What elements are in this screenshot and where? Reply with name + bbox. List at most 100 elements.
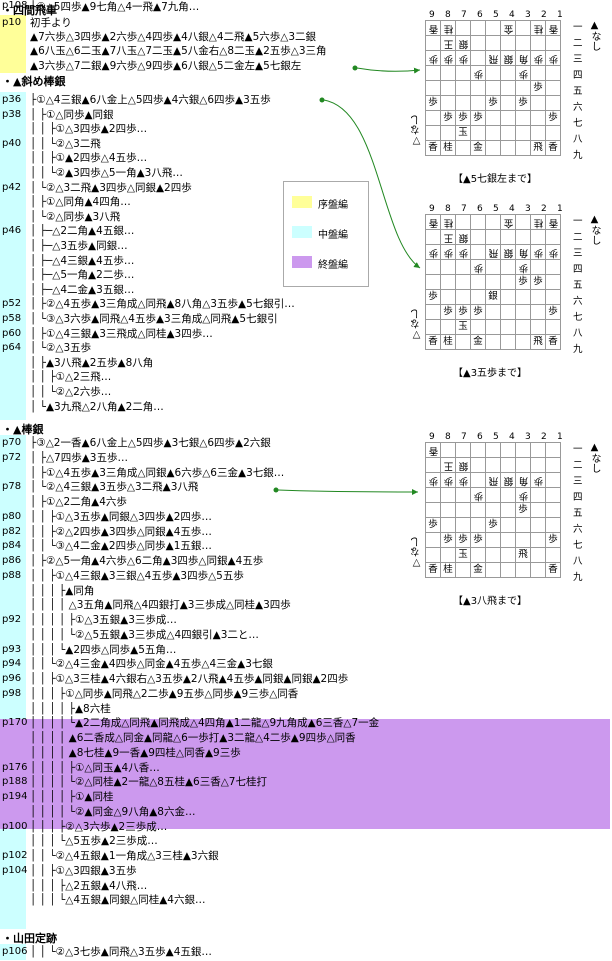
variation-line: │ │ │ │ ▲8七桂▲9一香▲9四桂△同香▲9三歩 [30,746,241,759]
page-number: p176 [2,761,28,773]
board-square: 桂 [530,20,546,36]
variation-line: │ ├△7四歩▲3五歩… [30,451,128,464]
board-square: 歩 [440,532,456,548]
rank-label: 四 [573,70,583,81]
variation-line: │ │ │ └▲2四歩△同歩▲5五角… [30,643,177,656]
board-square [500,274,516,290]
board-square: 歩 [425,50,441,66]
board-square [485,110,501,126]
band-middle [0,829,26,929]
rank-label: 六 [573,524,583,535]
board-square: 玉 [455,547,471,563]
board-square: 歩 [515,95,531,111]
board-square [545,502,561,518]
board-square [455,517,471,533]
rank-label: 九 [573,344,583,355]
board-square: 銀 [455,35,471,51]
board-square: 香 [425,562,441,578]
board-square: 歩 [440,110,456,126]
board-square: 歩 [515,502,531,518]
board-square [425,547,441,563]
board-square: 王 [440,229,456,245]
board-square [470,547,486,563]
variation-line: │ │ │ │ ▲6二香成△同金▲同龍△6一歩打▲3二龍△4二歩▲9四歩△同香 [30,732,356,744]
board-square: 歩 [470,110,486,126]
variation-line: │ ├①△同角▲4四角… [30,196,131,209]
board-square [500,532,516,548]
board-square: 香 [545,562,561,578]
variation-line: │ ├②△5一角▲4六歩△6二角▲3四歩△同銀▲4五歩 [30,555,264,567]
board-square [455,214,471,230]
board-square [545,35,561,51]
board-square [440,259,456,275]
variation-line: │ ├─△5一角▲2二歩… [30,269,135,282]
board-square [440,442,456,458]
file-label: 4 [509,432,515,442]
board-square: 角 [515,244,531,260]
board-square: 歩 [545,110,561,126]
board-square [530,65,546,81]
board-square [545,259,561,275]
board-square [440,125,456,141]
variation-line: │ │ │ │ ├①△同玉▲4八香… [30,761,160,774]
board-square: 歩 [440,304,456,320]
variation-line: │ │ │ │ └②▲同金△9八角▲8六金… [30,805,196,818]
board-square [545,95,561,111]
file-label: 5 [493,10,499,20]
variation-line: │ │ │ │ └②△同桂▲2一龍△8五桂▲6三香△7七桂打 [30,776,267,789]
board-square [470,95,486,111]
file-label: 7 [461,204,467,214]
page-number: p194 [2,791,28,802]
page-number: p46 [2,225,22,237]
board-square [485,140,501,156]
board-square [425,65,441,81]
file-label: 9 [429,432,435,442]
file-label: 4 [509,204,515,214]
gote-hand: ▽なし [411,115,422,146]
legend-label: 序盤編 [318,200,348,211]
board-square: 歩 [425,517,441,533]
board-square: 玉 [455,125,471,141]
file-label: 1 [557,204,563,214]
board-square: 桂 [530,214,546,230]
page-number: p36 [2,94,22,105]
board-square [440,517,456,533]
variation-line: │ │ │ ├▲同角 [30,584,95,597]
board-square: 歩 [485,517,501,533]
page-number: p72 [2,451,22,463]
board-square: 桂 [440,334,456,350]
arrow-to-board-1 [356,67,421,74]
board-square [545,472,561,488]
board-square: 歩 [455,50,471,66]
rank-label: 七 [573,118,583,129]
board-square [440,65,456,81]
arrow-origin-dot [352,65,358,71]
board-square [530,517,546,533]
board-square [545,80,561,96]
board-square: 歩 [470,487,486,503]
board-square [545,229,561,245]
board-square [515,517,531,533]
page-number: p82 [2,525,22,537]
variation-line: │ │ ├①△3五歩▲同銀△3四歩▲2四歩… [30,510,212,523]
page-number: p40 [2,137,22,149]
variation-line: │ │ ├①△3四銀▲3五歩 [30,864,137,877]
board-square: 飛 [485,244,501,260]
page-number: p100 [2,820,28,832]
board-square [530,304,546,320]
board-square [500,80,516,96]
rank-label: 六 [573,296,583,307]
board-square [485,274,501,290]
board-square [500,334,516,350]
board-square [485,502,501,518]
board-square [530,259,546,275]
board-square: 歩 [440,50,456,66]
section-title-bogin: ・▲棒銀 [2,423,44,436]
rank-label: 一 [573,22,583,33]
board-square: 歩 [545,244,561,260]
arrow-origin-dot [273,487,279,493]
board-square [425,80,441,96]
rank-label: 六 [573,102,583,113]
rank-label: 三 [573,248,583,259]
variation-line: │ │ ├①▲2四歩△4五歩… [30,152,148,165]
